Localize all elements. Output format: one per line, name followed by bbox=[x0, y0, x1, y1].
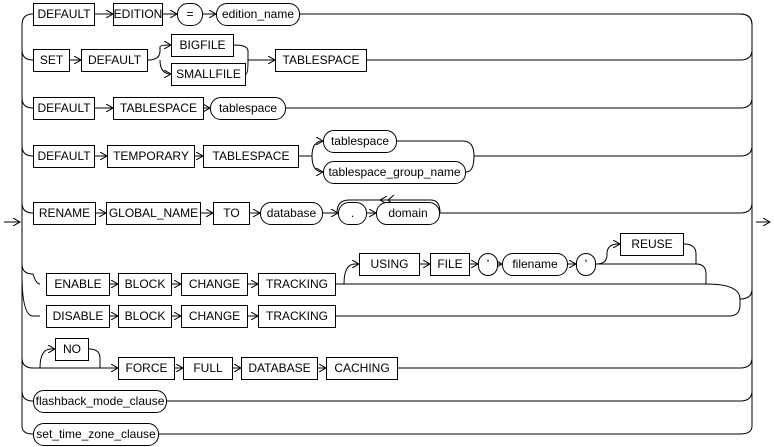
keyword-using-r6: USING bbox=[359, 252, 420, 276]
keyword-block-r6: BLOCK bbox=[118, 272, 172, 296]
keyword-tracking-r6: TRACKING bbox=[258, 272, 336, 296]
keyword-reuse-r6: REUSE bbox=[620, 232, 684, 256]
keyword-file-r6: FILE bbox=[430, 252, 470, 276]
keyword-tablespace-r4: TABLESPACE bbox=[203, 144, 299, 168]
keyword-temporary-r4: TEMPORARY bbox=[107, 144, 195, 168]
keyword-tracking-r7: TRACKING bbox=[258, 304, 336, 328]
keyword-full-r8: FULL bbox=[183, 356, 233, 380]
keyword-default-r2: DEFAULT bbox=[81, 48, 148, 72]
keyword-database-r8: DATABASE bbox=[241, 356, 318, 380]
nonterminal-domain-r5: domain bbox=[376, 201, 440, 225]
nonterminal-tablespace-group-name-r4: tablespace_group_name bbox=[323, 160, 466, 184]
keyword-edition-r1: EDITION bbox=[113, 2, 163, 26]
keyword-default-r4: DEFAULT bbox=[33, 144, 95, 168]
keyword-smallfile-r2: SMALLFILE bbox=[171, 62, 246, 86]
nonterminal-filename-r6: filename bbox=[502, 252, 568, 276]
keyword-change-r7: CHANGE bbox=[181, 304, 248, 328]
keyword-rename-r5: RENAME bbox=[33, 201, 96, 225]
nonterminal-set-time-zone-clause-r10: set_time_zone_clause bbox=[33, 422, 159, 446]
keyword-global-name-r5: GLOBAL_NAME bbox=[106, 201, 201, 225]
keyword-default-r3: DEFAULT bbox=[33, 96, 95, 120]
nonterminal-flashback-mode-clause-r9: flashback_mode_clause bbox=[33, 389, 167, 413]
keyword-set-r2: SET bbox=[33, 48, 70, 72]
symbol-symbol-r6: ' bbox=[478, 252, 498, 276]
nonterminal-tablespace-r3: tablespace bbox=[210, 96, 286, 120]
keyword-bigfile-r2: BIGFILE bbox=[171, 33, 234, 57]
keyword-disable-r7: DISABLE bbox=[46, 304, 110, 328]
symbol-symbol-r6: ' bbox=[576, 252, 596, 276]
keyword-tablespace-r2: TABLESPACE bbox=[275, 48, 367, 72]
nonterminal-database-r5: database bbox=[260, 201, 323, 225]
keyword-enable-r6: ENABLE bbox=[46, 272, 110, 296]
nonterminal-tablespace-r4: tablespace bbox=[323, 129, 397, 153]
keyword-force-r8: FORCE bbox=[118, 356, 175, 380]
keyword-change-r6: CHANGE bbox=[181, 272, 248, 296]
keyword-to-r5: TO bbox=[213, 201, 250, 225]
keyword-block-r7: BLOCK bbox=[118, 304, 172, 328]
keyword-tablespace-r3: TABLESPACE bbox=[113, 96, 204, 120]
keyword-no-r8: NO bbox=[55, 337, 89, 361]
nonterminal-edition-name-r1: edition_name bbox=[216, 2, 300, 26]
keyword-default-r1: DEFAULT bbox=[33, 2, 95, 26]
keyword-caching-r8: CACHING bbox=[326, 356, 398, 380]
symbol-symbol-r5: . bbox=[338, 201, 367, 225]
symbol-symbol-r1: = bbox=[177, 2, 203, 26]
